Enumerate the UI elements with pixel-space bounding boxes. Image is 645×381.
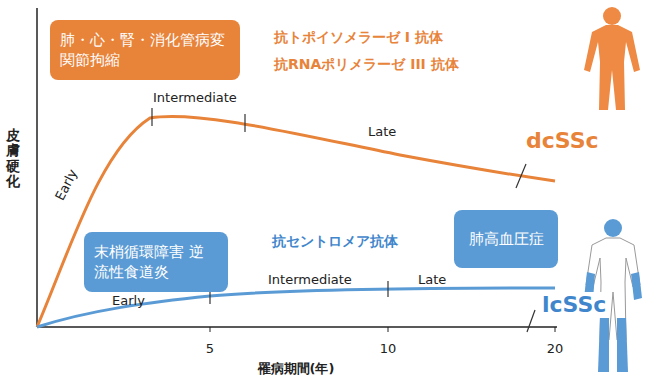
- stage-label: Intermediate: [268, 272, 352, 288]
- dcssc-figure: [584, 7, 640, 110]
- tick-label: 20: [547, 341, 564, 357]
- antibody-label: 抗セントロメア抗体: [272, 233, 398, 250]
- antibody-label: 抗RNAポリメラーゼ III 抗体: [274, 56, 459, 73]
- stage-label: Late: [418, 272, 446, 288]
- break-mark: [516, 164, 526, 188]
- axis-title: 皮膚硬化: [6, 128, 20, 190]
- lcssc-curve: [37, 288, 555, 327]
- antibody-label: 抗トポイソメラーゼ I 抗体: [274, 29, 443, 46]
- stage-label: Early: [112, 293, 145, 309]
- box-text: 肺高血圧症: [464, 229, 548, 249]
- subtype-label: lcSSc: [540, 292, 608, 318]
- axis-tick: [555, 327, 556, 332]
- stage-tick: [244, 114, 245, 132]
- box-text: 末梢循環障害 逆流性食道炎: [94, 242, 218, 283]
- break-mark: [527, 310, 535, 332]
- tick-label: 10: [380, 341, 397, 357]
- stage-label: Late: [368, 124, 396, 140]
- y-axis: [36, 8, 38, 327]
- box-text: 肺・心・腎・消化管病変 関節拘縮: [60, 30, 230, 71]
- axis-tick: [388, 327, 389, 332]
- stage-tick: [387, 281, 388, 297]
- finding-box: 末梢循環障害 逆流性食道炎: [84, 232, 228, 292]
- stage-label: Early: [52, 167, 81, 203]
- stage-label: Intermediate: [153, 90, 237, 106]
- finding-box: 肺高血圧症: [454, 210, 558, 268]
- axis-title: 罹病期間(年): [258, 361, 335, 377]
- x-axis: [37, 326, 557, 328]
- stage-tick: [151, 108, 152, 126]
- axis-tick: [210, 327, 211, 332]
- finding-box: 肺・心・腎・消化管病変 関節拘縮: [50, 20, 240, 80]
- subtype-label: dcSSc: [526, 128, 599, 154]
- tick-label: 5: [206, 341, 214, 357]
